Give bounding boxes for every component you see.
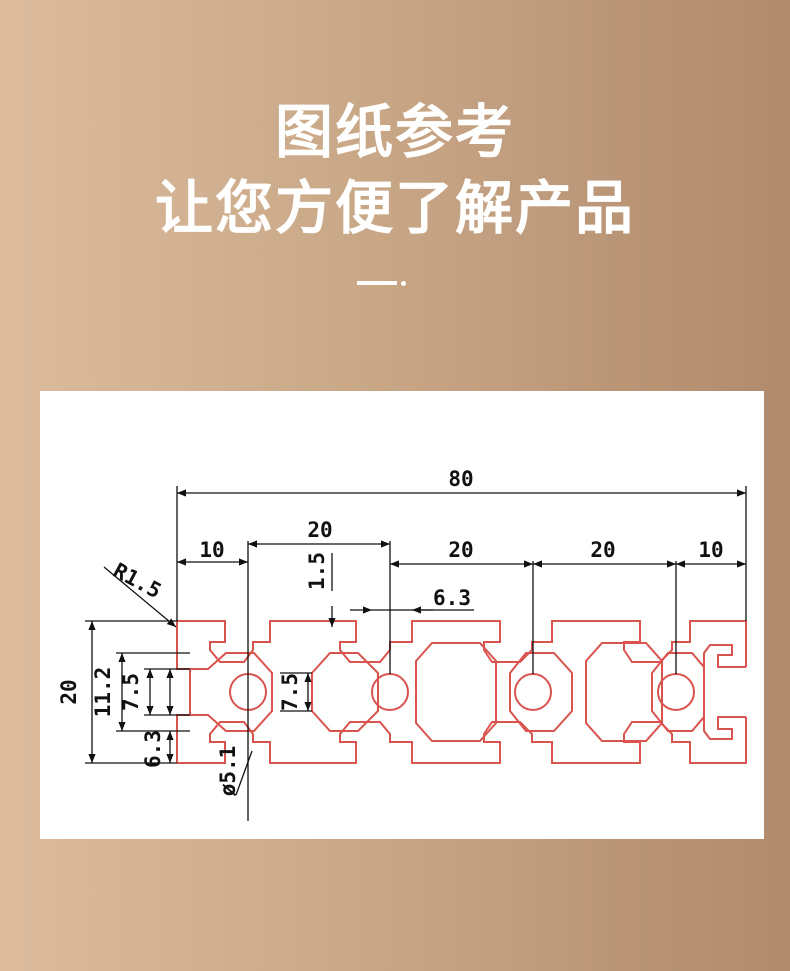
profile-core-1: [190, 652, 273, 732]
dim-bore-diameter: ø5.1: [216, 746, 240, 797]
dim-slot-width: 6.3: [433, 586, 471, 610]
bore-hole-3: [514, 673, 552, 711]
dim-slot-opening-left: 7.5: [119, 673, 143, 711]
profile-right-slot: [703, 644, 746, 740]
page-subtitle: 让您方便了解产品: [154, 174, 635, 242]
dim-inner-height: 11.2: [91, 667, 115, 718]
dim-edge-right: 10: [698, 538, 723, 562]
dim-overall-width: 80: [448, 467, 473, 491]
bore-hole-4: [657, 673, 695, 711]
title-divider: [357, 281, 397, 285]
extrusion-profile: [176, 620, 747, 764]
profile-left-end: [176, 621, 191, 763]
dim-height: 20: [57, 679, 81, 704]
profile-core-6: [651, 652, 705, 732]
profile-core-5: [585, 642, 663, 742]
dim-depth-top: 1.5: [305, 552, 329, 590]
dim-pitch-mid2: 20: [590, 538, 615, 562]
profile-core-2: [311, 652, 379, 732]
profile-core-3: [415, 642, 497, 742]
dim-corner-radius: R1.5: [109, 558, 165, 603]
dim-slot-opening-mid: 7.5: [278, 673, 302, 711]
technical-drawing-panel: 80 10 20 20 20 10 6.3 1.5 R1.5 20 11.2 7…: [40, 391, 764, 839]
dimension-lines: [85, 486, 747, 821]
page-title: 图纸参考: [274, 98, 515, 166]
profile-drawing: 80 10 20 20 20 10 6.3 1.5 R1.5 20 11.2 7…: [57, 467, 747, 821]
profile-outer-top: [177, 620, 747, 667]
profile-outer-bottom: [177, 717, 747, 764]
dim-pitch-left-top: 20: [307, 518, 332, 542]
dim-pitch-mid1: 20: [448, 538, 473, 562]
title-divider-dot: [401, 281, 406, 286]
dim-edge-left: 10: [199, 538, 224, 562]
profile-core-4: [509, 652, 573, 732]
dim-wall-bottom: 6.3: [141, 730, 165, 768]
